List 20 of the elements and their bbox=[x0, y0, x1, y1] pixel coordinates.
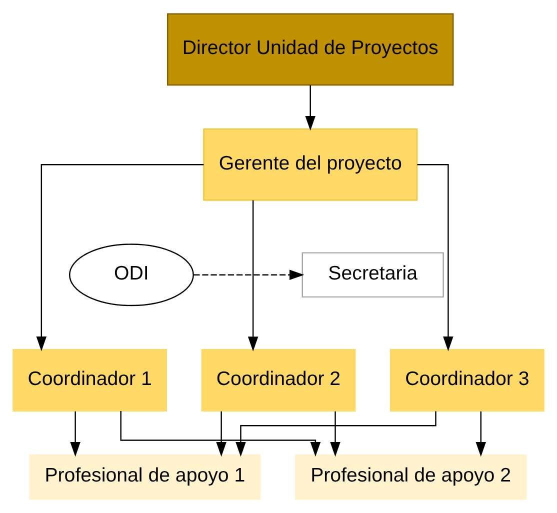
arrow bbox=[120, 410, 321, 457]
arrow bbox=[70, 411, 80, 457]
node-box: Director Unidad de Proyectos bbox=[167, 13, 454, 86]
arrow bbox=[36, 164, 204, 352]
node-box: Coordinador 3 bbox=[390, 349, 544, 412]
node-box: Gerente del proyecto bbox=[203, 128, 418, 201]
arrow bbox=[248, 200, 258, 352]
node-box: Secretaria bbox=[302, 252, 444, 298]
arrow bbox=[417, 164, 454, 352]
node-ellipse: ODI bbox=[68, 244, 194, 306]
arrow bbox=[194, 270, 304, 280]
node-box: Profesional de apoyo 2 bbox=[295, 454, 527, 500]
arrow bbox=[305, 85, 316, 131]
arrow bbox=[330, 411, 340, 457]
node-box: Profesional de apoyo 1 bbox=[29, 454, 261, 500]
node-box: Coordinador 1 bbox=[12, 349, 167, 412]
node-box: Coordinador 2 bbox=[201, 349, 356, 412]
arrow bbox=[236, 411, 436, 457]
arrow bbox=[216, 411, 226, 457]
arrow bbox=[476, 411, 486, 457]
